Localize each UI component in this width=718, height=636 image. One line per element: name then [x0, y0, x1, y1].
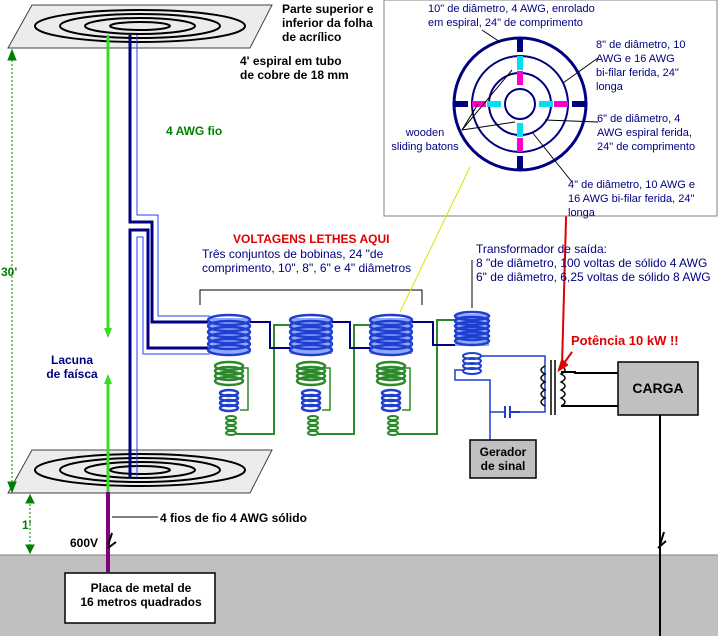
coil-1-primary [206, 313, 252, 357]
load-switch [657, 531, 667, 549]
detail-batons [454, 38, 586, 170]
navy-wire-top [128, 35, 210, 324]
load-box [617, 361, 699, 416]
coil-1-secondary [213, 360, 245, 387]
label-spark-gap: Lacuna de faísca [46, 353, 98, 381]
detail-leaders [461, 29, 599, 183]
label-spiral-tube: 4' espiral em tubo de cobre de 18 mm [240, 54, 349, 82]
green-link-2 [318, 324, 370, 435]
detail-label-4: 4" de diâmetro, 10 AWG e 16 AWG bi-filar… [568, 179, 696, 219]
spark-gap-upper [104, 328, 112, 338]
detail-label-6: 6" de diâmetro, 4 AWG espiral ferida, 24… [597, 113, 696, 153]
coil-1-inner [218, 388, 240, 413]
navy-link-1 [250, 321, 290, 349]
bottom-spiral [34, 453, 246, 487]
green-link-1 [236, 324, 290, 435]
coil-set-bracket [199, 289, 423, 305]
output-transformer-coil [453, 310, 491, 347]
spark-gap-lower [104, 374, 112, 384]
detail-label-batons: wooden sliding batons [391, 127, 459, 153]
coil-set-1 [206, 313, 252, 436]
top-spiral [34, 9, 246, 43]
navy-link-2 [332, 321, 370, 349]
label-signal-gen: Gerador de sinal [479, 445, 527, 473]
detail-coils [452, 36, 588, 172]
detail-coil-4 [504, 88, 536, 120]
label-coil-sets: Três conjuntos de bobinas, 24 "de compri… [202, 247, 412, 275]
detail-label-10: 10" de diâmetro, 4 AWG, enrolado em espi… [428, 3, 595, 29]
switch-600v [107, 532, 117, 549]
label-plate: Placa de metal de 16 metros quadrados [80, 581, 202, 609]
plate-box [64, 572, 216, 624]
load-wire-top [561, 371, 618, 374]
label-600v: 600V [70, 536, 99, 550]
label-four-wires: 4 fios de fio 4 AWG sólido [160, 511, 307, 525]
navy-wire-bottom [128, 228, 210, 478]
output-transformer-inner [462, 352, 482, 375]
transformer-core [540, 360, 566, 415]
label-4awg-wire: 4 AWG fio [166, 124, 223, 138]
navy-wire-top-inner [136, 35, 210, 317]
coil-set-2 [288, 313, 334, 436]
coil-set-3 [368, 313, 414, 436]
label-load: CARGA [632, 380, 684, 396]
label-output-transformer: Transformador de saída: 8 "de diâmetro, … [476, 242, 711, 284]
detail-label-8: 8" de diâmetro, 10 AWG e 16 AWG bi-filar… [596, 39, 686, 93]
label-dim-30: 30' [1, 265, 18, 279]
signal-generator-box [469, 439, 537, 479]
label-lethal-voltage: VOLTAGENS LETHES AQUI [233, 232, 390, 246]
navy-wire-bottom-inner [136, 236, 210, 478]
detail-pointer [399, 166, 471, 313]
transformer-feed-2 [454, 369, 505, 413]
top-acrylic-sheet [7, 4, 273, 49]
label-top-acrylic: Parte superior e inferior da folha de ac… [282, 2, 374, 44]
dimension-1ft [25, 493, 35, 555]
navy-link-3 [412, 321, 455, 346]
label-dim-1: 1' [22, 518, 32, 532]
capacitor [504, 406, 520, 418]
dimension-30ft [7, 48, 17, 494]
coil-1-tail [225, 415, 237, 436]
label-power: Potência 10 kW !! [571, 333, 679, 348]
transformer-feed [481, 355, 546, 413]
green-link-3 [398, 319, 455, 435]
